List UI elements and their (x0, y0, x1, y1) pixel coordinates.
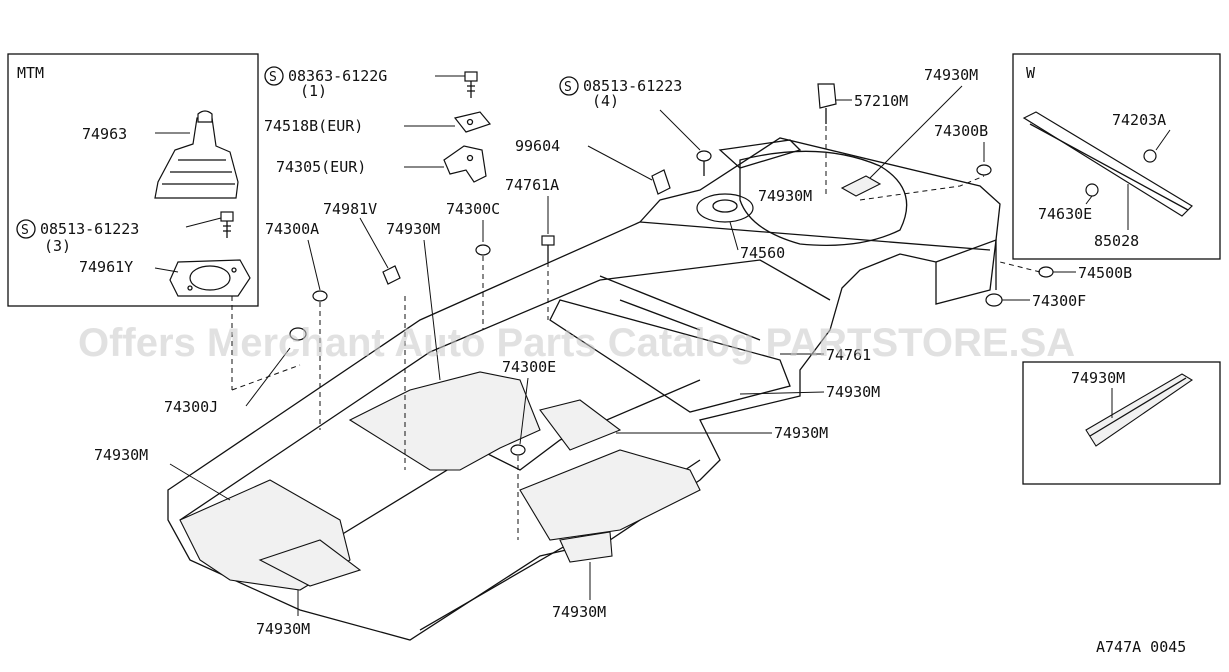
label-qty-1: (1) (300, 82, 327, 100)
plug-part-74300e (510, 444, 526, 456)
label-74981v: 74981V (323, 200, 377, 218)
watermark-text: Offers Merchant Auto Parts Catalog PARTS… (78, 321, 1075, 365)
screw-symbol-08513-b-text: S (564, 80, 572, 95)
floor-mat-front-small (258, 539, 362, 587)
floor-mat-rear-right (519, 449, 701, 541)
w-inset-box (1012, 53, 1221, 260)
label-74961y: 74961Y (79, 258, 133, 276)
bolt-part-08513-b (696, 150, 712, 176)
floor-mat-rear-center (539, 399, 622, 451)
detail-inset-box (1022, 361, 1221, 485)
label-99604: 99604 (515, 137, 560, 155)
plug-part-74300a (312, 290, 328, 302)
label-74930m-5: 74930M (826, 383, 880, 401)
label-74930m-1: 74930M (386, 220, 440, 238)
label-74930m-8: 74930M (256, 620, 310, 638)
plug-part-74500b (1038, 266, 1054, 278)
bracket-part-74305 (443, 145, 487, 183)
plug-part-74300f (985, 293, 1003, 307)
hook-part-57210m (817, 83, 837, 124)
label-08363-6122g: 08363-6122G (288, 67, 387, 85)
label-74300f: 74300F (1032, 292, 1086, 310)
trim-strip-part-74930m-4 (1085, 373, 1194, 447)
plug-part-74300b (976, 164, 992, 176)
nut-part-74630e (1085, 183, 1099, 197)
shift-boot-part (154, 110, 239, 199)
mtm-inset-label: MTM (17, 64, 44, 82)
screw-symbol-08363 (264, 66, 284, 86)
label-74963: 74963 (82, 125, 127, 143)
figure-code: A747A 0045 (1096, 638, 1186, 656)
clamp-part-74560 (696, 193, 754, 223)
label-08513-61223-mtm: 08513-61223 (40, 220, 139, 238)
label-85028: 85028 (1094, 232, 1139, 250)
label-74930m-9: 74930M (552, 603, 606, 621)
label-74930m-3: 74930M (758, 187, 812, 205)
label-74500b: 74500B (1078, 264, 1132, 282)
floor-mat-front-center (348, 371, 541, 471)
label-57210m: 57210M (854, 92, 908, 110)
label-74203a: 74203A (1112, 111, 1166, 129)
screw-symbol-mtm-text: S (21, 223, 29, 238)
plug-part-74300j (289, 327, 307, 341)
label-74560: 74560 (740, 244, 785, 262)
retainer-plate-part (169, 259, 251, 297)
clip-part-99604 (651, 169, 671, 195)
label-74300b: 74300B (934, 122, 988, 140)
label-74930m-2: 74930M (924, 66, 978, 84)
label-74300j: 74300J (164, 398, 218, 416)
w-inset-label: W (1026, 64, 1036, 82)
label-74761a: 74761A (505, 176, 559, 194)
label-74930m-4: 74930M (1071, 369, 1125, 387)
clip-part-74981v (382, 265, 401, 285)
screw-symbol-mtm (16, 219, 36, 239)
bracket-part-74518b (453, 111, 492, 133)
label-74930m-7: 74930M (94, 446, 148, 464)
floor-mat-step (559, 531, 613, 563)
label-74630e: 74630E (1038, 205, 1092, 223)
label-08513-61223-floor: 08513-61223 (583, 77, 682, 95)
label-74300c: 74300C (446, 200, 500, 218)
plug-part-74300c (475, 244, 491, 256)
nut-part-74203a (1143, 149, 1157, 163)
bolt-part-08363 (464, 71, 478, 98)
screw-symbol-08513-b (559, 76, 579, 96)
reinforcement-bar-part-85028 (1022, 111, 1193, 217)
screw-symbol-08363-text: S (269, 70, 277, 85)
bolt-part-mtm (220, 211, 234, 238)
label-74761: 74761 (826, 346, 871, 364)
pad-part-74930m-2 (840, 175, 882, 197)
label-74930m-6: 74930M (774, 424, 828, 442)
label-74300e: 74300E (502, 358, 556, 376)
label-74300a: 74300A (265, 220, 319, 238)
mtm-inset-box (7, 53, 259, 307)
label-qty-3: (3) (44, 237, 71, 255)
label-74518b-eur: 74518B(EUR) (264, 117, 363, 135)
bolt-part-74761a (541, 235, 555, 262)
label-74305-eur: 74305(EUR) (276, 158, 366, 176)
label-qty-4: (4) (592, 92, 619, 110)
